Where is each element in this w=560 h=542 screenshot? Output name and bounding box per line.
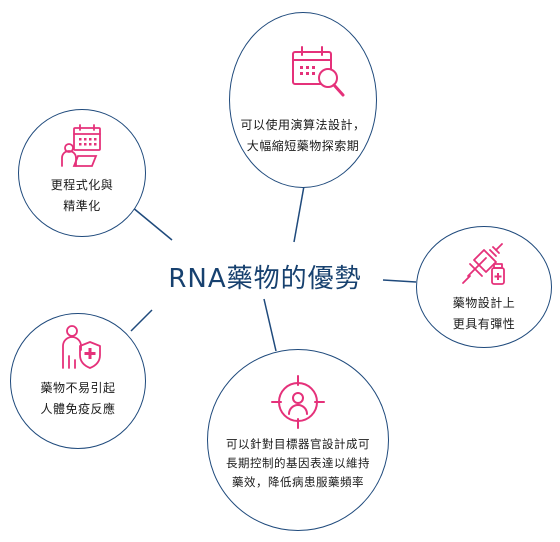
connector-upper-left [131,206,173,241]
node-top-line-2: 大幅縮短藥物探索期 [246,139,360,153]
node-upper-left-line-2: 精準化 [63,199,101,213]
node-right-circle [416,226,552,348]
node-right-line-2: 更具有彈性 [452,317,516,331]
node-bottom-line-2: 長期控制的基因表達以維持 [226,456,370,470]
connector-bottom [263,298,277,352]
node-top-line-1: 可以使用演算法設計， [240,118,366,132]
node-right-line-1: 藥物設計上 [452,296,516,310]
node-lower-left-circle [10,313,146,449]
node-lower-left-label: 藥物不易引起 人體免疫反應 [10,378,146,420]
node-top-label: 可以使用演算法設計， 大幅縮短藥物探索期 [229,115,377,157]
node-lower-left-line-1: 藥物不易引起 [40,381,116,395]
node-bottom-line-3: 藥效，降低病患服藥頻率 [232,475,364,489]
connector-right [382,279,417,283]
center-title: RNA藥物的優勢 [168,264,362,294]
node-bottom-line-1: 可以針對目標器官設計成可 [226,437,370,451]
node-upper-left-circle [18,109,146,237]
connector-top [293,185,305,243]
syringe-vial-icon [462,243,505,285]
node-right-label: 藥物設計上 更具有彈性 [416,293,552,335]
node-upper-left-label: 更程式化與 精準化 [18,175,146,217]
node-bottom-label: 可以針對目標器官設計成可 長期控制的基因表達以維持 藥效，降低病患服藥頻率 [207,435,389,492]
node-bottom-circle [207,349,389,531]
node-lower-left-line-2: 人體免疫反應 [40,402,116,416]
calendar-search-icon [292,46,345,97]
node-top-circle [229,12,377,188]
person-shield-icon [62,325,101,369]
person-computer-calendar-icon [61,124,101,167]
node-upper-left-line-1: 更程式化與 [50,178,114,192]
target-person-icon [271,375,325,429]
connector-lower-left [130,309,153,332]
